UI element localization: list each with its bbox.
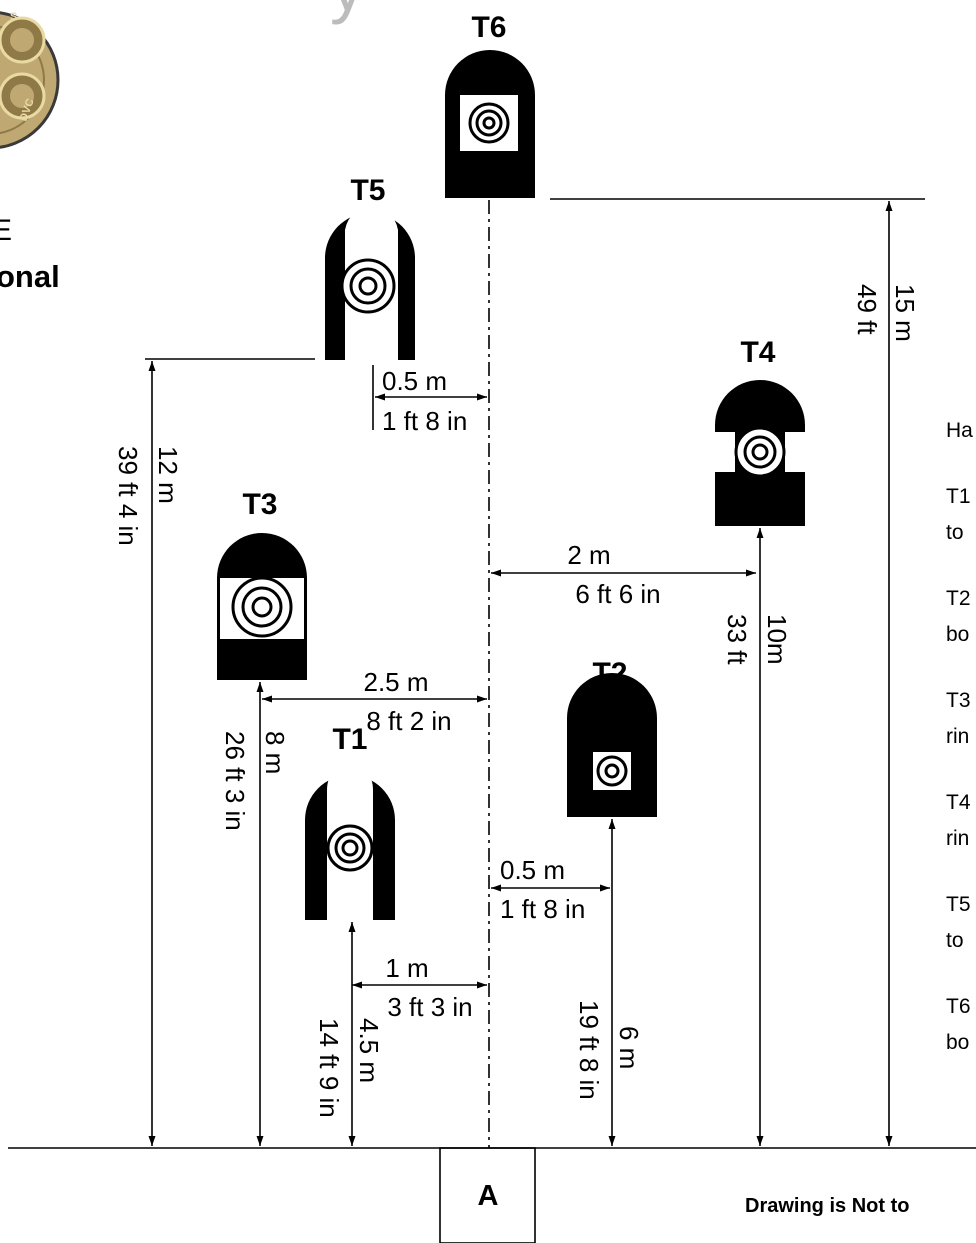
- dim-t4-lateral-imperial: 6 ft 6 in: [575, 579, 660, 609]
- logo-ring-text-1: S: [10, 11, 17, 23]
- club-logo: S DVC: [0, 11, 60, 149]
- dim-t3-distance-imperial: 26 ft 3 in: [220, 731, 250, 831]
- target-label-t1: T1: [332, 723, 367, 756]
- target-label-t2: T2: [592, 657, 627, 690]
- dim-t4-lateral-metric: 2 m: [567, 540, 610, 570]
- dim-t4-distance-imperial: 33 ft: [722, 614, 752, 665]
- shooting-position-box: A: [439, 1147, 536, 1243]
- target-label-t5: T5: [350, 174, 385, 207]
- side-note-12: bo: [946, 1031, 969, 1054]
- dim-t1-distance-imperial: 14 ft 9 in: [314, 1018, 344, 1118]
- position-label: A: [478, 1180, 499, 1212]
- title-fragment: y: [330, 0, 365, 25]
- side-note-4: bo: [946, 623, 969, 646]
- target-t4: T4: [715, 336, 805, 526]
- dim-t3-lateral-metric: 2.5 m: [363, 667, 428, 697]
- side-note-1: T1: [946, 485, 971, 508]
- dim-t6-distance-imperial: 49 ft: [852, 284, 882, 335]
- dim-t5-lateral-metric: 0.5 m: [382, 366, 447, 396]
- dim-t1-lateral-imperial: 3 ft 3 in: [387, 992, 472, 1022]
- target-label-t3: T3: [242, 488, 277, 521]
- side-note-9: T5: [946, 893, 971, 916]
- dim-t2-distance-imperial: 19 ft 8 in: [574, 1000, 604, 1100]
- dim-t5-distance-imperial: 39 ft 4 in: [113, 446, 143, 546]
- side-note-7: T4: [946, 791, 971, 814]
- dim-t2-lateral-imperial: 1 ft 8 in: [500, 894, 585, 924]
- dim-t1-lateral-metric: 1 m: [385, 953, 428, 983]
- side-note-6: rin: [946, 725, 969, 748]
- side-notes: Ha T1 to T2 bo T3 rin T4 rin T5 to T6 bo: [946, 419, 973, 1054]
- side-note-10: to: [946, 929, 964, 952]
- dim-t6-distance-metric: 15 m: [890, 284, 920, 342]
- side-note-0: Ha: [946, 419, 973, 442]
- dim-t4-distance-metric: 10m: [762, 614, 792, 665]
- side-note-3: T2: [946, 587, 971, 610]
- dim-t1-distance-metric: 4.5 m: [354, 1018, 384, 1083]
- side-note-2: to: [946, 521, 964, 544]
- header-fragment-1: E: [0, 214, 12, 247]
- dimension-lines: [145, 198, 925, 1146]
- dim-t5-distance-metric: 12 m: [153, 446, 183, 504]
- dim-t3-lateral-imperial: 8 ft 2 in: [366, 706, 451, 736]
- scale-note: Drawing is Not to: [745, 1195, 909, 1217]
- target-t6: T6: [445, 11, 535, 198]
- target-label-t6: T6: [471, 11, 506, 44]
- side-note-8: rin: [946, 827, 969, 850]
- dim-t2-lateral-metric: 0.5 m: [500, 855, 565, 885]
- side-note-11: T6: [946, 995, 971, 1018]
- side-note-5: T3: [946, 689, 971, 712]
- target-t3: T3: [217, 488, 307, 680]
- target-t5: T5: [325, 174, 415, 360]
- target-t2: T2: [567, 657, 657, 817]
- dim-t5-lateral-imperial: 1 ft 8 in: [382, 406, 467, 436]
- dim-t2-distance-metric: 6 m: [614, 1026, 644, 1069]
- header-fragment-2: onal: [0, 259, 60, 294]
- dim-t3-distance-metric: 8 m: [260, 731, 290, 774]
- target-t1: T1: [305, 723, 395, 920]
- target-label-t4: T4: [740, 336, 775, 369]
